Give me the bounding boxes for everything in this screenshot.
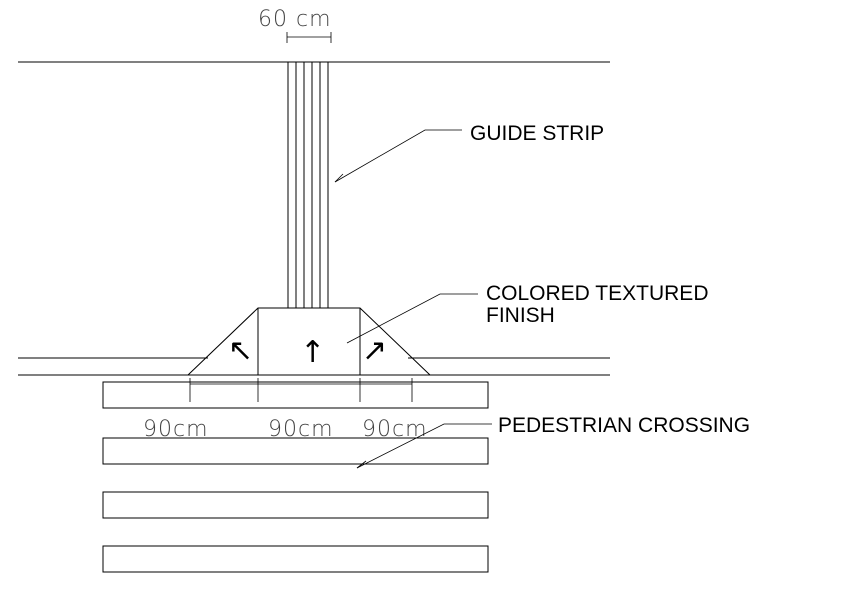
crossing-bars xyxy=(102,381,489,573)
guide-strip-dimension: 60 cm xyxy=(258,7,332,43)
crossing-bar xyxy=(102,491,489,519)
ramp-arrow-center: ↑ xyxy=(300,335,325,370)
crossing-bar xyxy=(102,437,489,465)
pedestrian-crossing-label: PEDESTRIAN CROSSING xyxy=(498,414,750,437)
ramp-arrow-right: ↗ xyxy=(362,333,387,368)
ramp-arrow-left: ↖ xyxy=(228,333,253,368)
crossing-bar xyxy=(102,545,489,573)
finish-leader xyxy=(346,293,478,344)
guide-strip-label: GUIDE STRIP xyxy=(470,122,604,145)
curb-ramp xyxy=(187,307,431,376)
finish-label-line2: FINISH xyxy=(486,304,555,327)
guide-strip-width-label: 60 cm xyxy=(258,7,332,32)
crossing-bar xyxy=(102,381,489,409)
sidewalk-edge-lines xyxy=(18,357,610,376)
guide-strip-leader xyxy=(334,129,462,183)
guide-strip-lines xyxy=(287,62,329,308)
finish-label-line1: COLORED TEXTURED xyxy=(486,282,708,305)
crossing-leader xyxy=(356,423,492,469)
